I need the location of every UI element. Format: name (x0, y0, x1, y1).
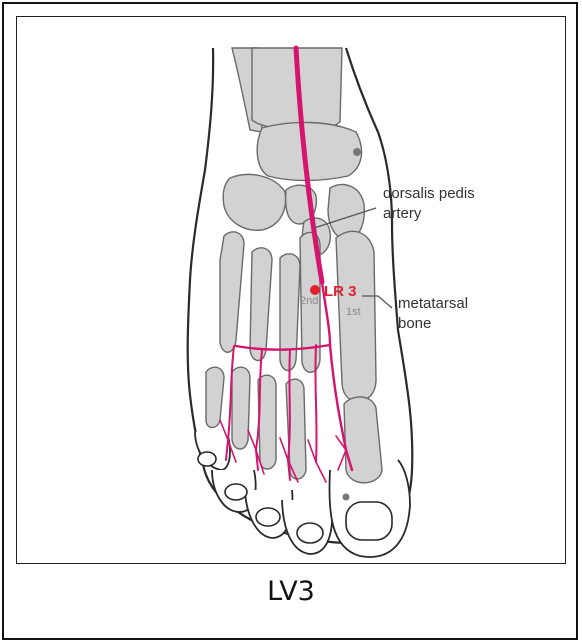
artery-label-line1: dorsalis pedis (383, 185, 475, 202)
metatarsal-4 (250, 248, 272, 361)
cuboid-bone (223, 174, 285, 230)
metatarsal-label-line2: bone (398, 315, 431, 332)
lr3-point (310, 285, 320, 295)
artery-label-line2: artery (383, 205, 422, 222)
metatarsal-label-line1: metatarsal (398, 295, 468, 312)
nail-second (297, 523, 323, 543)
malleolus-dot (353, 148, 361, 156)
nail-third (256, 508, 280, 526)
nail-big (346, 502, 392, 540)
nail-fourth (225, 484, 247, 500)
second-metatarsal-label: 2nd (300, 295, 318, 307)
navicular-bone (257, 122, 361, 180)
foot-bones (206, 48, 382, 483)
nail-little (198, 452, 216, 466)
phalanx-5 (206, 367, 224, 427)
first-metatarsal-label: 1st (346, 306, 361, 318)
caption-title: LV3 (0, 576, 582, 607)
toe-dot (343, 494, 350, 501)
lr3-label: LR 3 (324, 283, 357, 300)
metatarsal-5 (220, 232, 244, 352)
phalanx-4 (232, 367, 250, 449)
phalanx-1 (344, 397, 382, 483)
